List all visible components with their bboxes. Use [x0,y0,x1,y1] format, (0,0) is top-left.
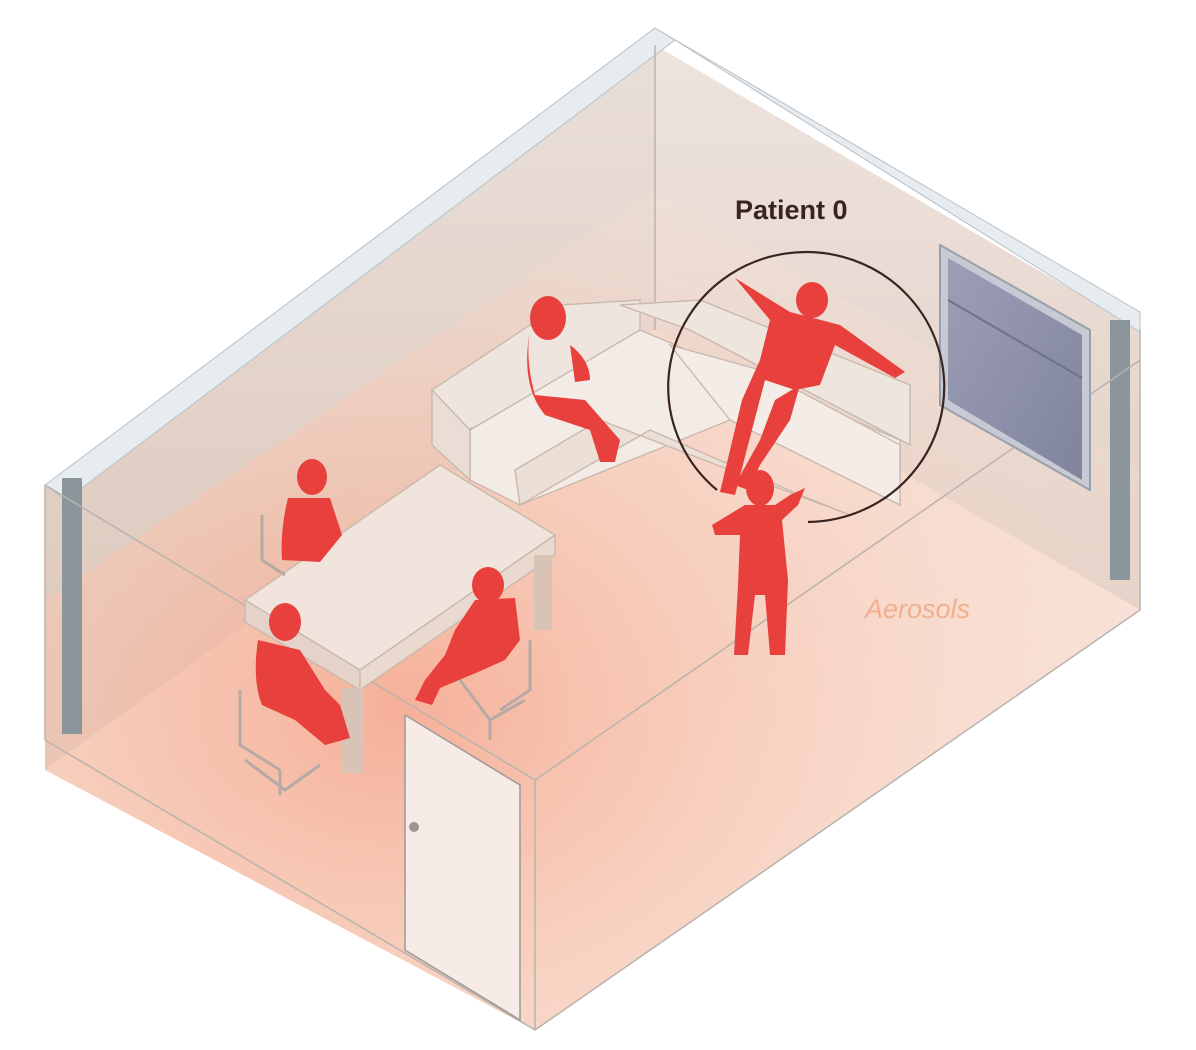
room-walls [45,28,1140,1030]
right-wall-end [1110,320,1130,580]
door-handle-icon [409,822,419,832]
aerosols-label: Aerosols [863,594,970,624]
left-wall-end [62,478,82,734]
patient-zero-label: Patient 0 [735,195,848,225]
